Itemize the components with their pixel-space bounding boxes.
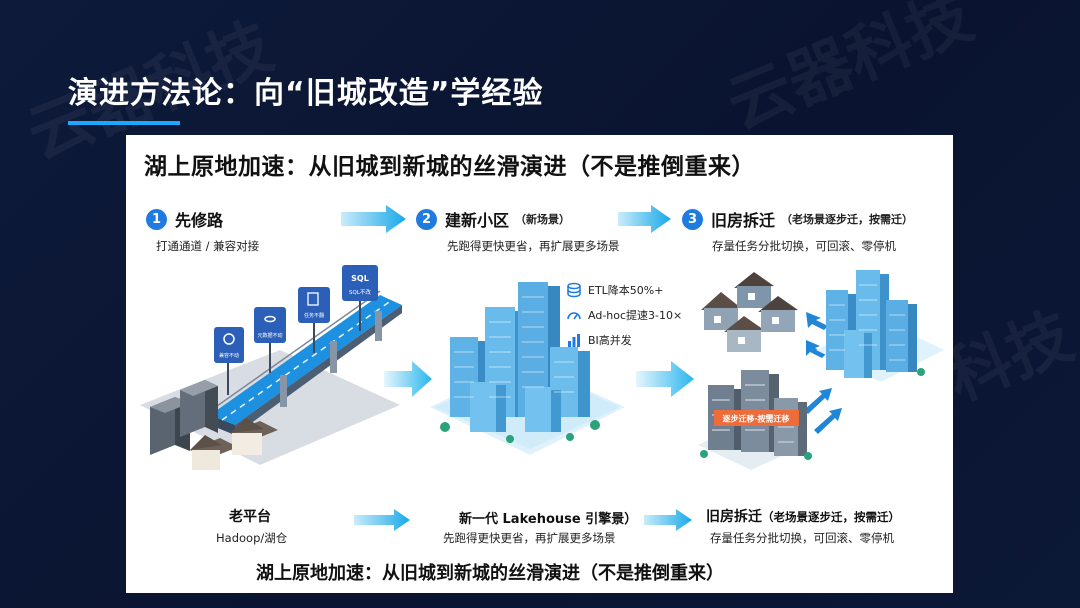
sign-label: 元数据不动	[257, 332, 282, 339]
house-icon	[734, 272, 774, 308]
arrow-right-icon	[384, 361, 432, 397]
new-district-illustration	[430, 282, 625, 455]
arrow-right-icon	[341, 205, 406, 233]
bottom-note: （老场景逐步迁，按需迁）	[762, 510, 900, 524]
arrow-right-icon	[636, 361, 694, 397]
bottom-label-old-platform: 老平台	[229, 509, 271, 525]
metric-label: BI高并发	[588, 334, 632, 347]
title-underline	[68, 121, 180, 125]
sign-label: 任务不翻	[304, 312, 324, 319]
house-icon	[758, 296, 798, 332]
sign-post: 任务不翻	[298, 287, 330, 353]
bottom-label-lakehouse: 新一代 Lakehouse 引擎景）	[459, 512, 638, 527]
database-icon	[264, 315, 276, 323]
house-icon	[190, 435, 238, 470]
tree-icon	[700, 368, 925, 460]
step-number-badge: 3	[682, 208, 703, 230]
migration-banner	[714, 410, 799, 426]
server-rack-icon	[180, 380, 218, 437]
building-icon	[886, 300, 917, 372]
step-note: （新场景）	[515, 213, 571, 226]
arrow-right-icon	[354, 509, 410, 531]
step-title: 建新小区	[445, 211, 510, 230]
database-icon	[567, 282, 581, 298]
building-icon	[470, 382, 506, 432]
arrow-icon	[804, 388, 832, 414]
house-icon	[724, 316, 764, 352]
metric-label: ETL降本50%+	[588, 284, 664, 297]
step-subtitle: 存量任务分批切换，可回滚、零停机	[712, 239, 896, 253]
house-icon	[701, 292, 741, 330]
bottom-title: 旧房拆迁	[706, 509, 762, 525]
metric-label: Ad-hoc提速3-10×	[588, 309, 683, 322]
speedometer-icon	[567, 312, 581, 320]
arrow-right-icon	[618, 205, 671, 233]
sign-post: SQL SQL不改	[342, 265, 378, 331]
arrow-right-icon	[644, 509, 692, 531]
metric-etl: ETL降本50%+	[566, 282, 663, 298]
house-icon	[230, 418, 278, 455]
step-title: 先修路	[175, 211, 224, 230]
watermark: 云器科技	[717, 0, 983, 144]
sign-label: SQL不改	[349, 288, 371, 296]
diagram-arrows	[341, 205, 694, 531]
sign-post: 元数据不动	[254, 307, 286, 373]
panel-footer: 湖上原地加速：从旧城到新城的丝滑演进（不是推倒重来）	[256, 563, 724, 584]
arrow-icon	[806, 312, 828, 330]
step-3-header: 3 旧房拆迁 （老场景逐步迁，按需迁）	[682, 207, 913, 231]
bottom-subtitle: 先跑得更快更省，再扩展更多场景	[443, 531, 616, 545]
step-2-header: 2 建新小区 （新场景）	[416, 207, 570, 231]
sign-label: SQL	[351, 274, 369, 283]
arrow-icon	[814, 408, 842, 434]
sign-post: 兼容不动	[214, 327, 244, 395]
network-icon	[223, 333, 235, 345]
panel-title: 湖上原地加速：从旧城到新城的丝滑演进（不是推倒重来）	[144, 154, 755, 180]
bottom-label-relocation: 旧房拆迁（老场景逐步迁，按需迁）	[706, 506, 900, 526]
building-icon	[550, 347, 590, 417]
metric-adhoc: Ad-hoc提速3-10×	[566, 307, 682, 323]
tree-icon	[440, 420, 600, 443]
bottom-subtitle: 存量任务分批切换，可回滚、零停机	[710, 531, 894, 545]
step-note: （老场景逐步迁，按需迁）	[781, 213, 914, 226]
arrow-icon	[806, 340, 826, 358]
metric-bi: BI高并发	[566, 332, 632, 348]
sign-label: 兼容不动	[219, 352, 239, 359]
document-icon	[307, 292, 319, 306]
step-1-header: 1 先修路	[146, 207, 223, 231]
step-number-badge: 2	[416, 208, 437, 230]
slide-title: 演进方法论：向“旧城改造”学经验	[68, 76, 544, 111]
banner-text: 逐步迁移·按需迁移	[722, 414, 789, 424]
step-subtitle: 打通通道 / 兼容对接	[156, 239, 260, 253]
diagram-panel: 湖上原地加速：从旧城到新城的丝滑演进（不是推倒重来） 1 先修路 打通通道 / …	[126, 135, 953, 593]
step-subtitle: 先跑得更快更省，再扩展更多场景	[447, 239, 620, 253]
building-icon	[844, 330, 872, 378]
relocation-illustration: 逐步迁移·按需迁移	[698, 270, 944, 470]
bar-chart-icon	[568, 334, 580, 347]
step-number-badge: 1	[146, 208, 167, 230]
bottom-subtitle: Hadoop/湖仓	[216, 531, 288, 545]
building-icon	[525, 387, 561, 432]
road-illustration: 兼容不动 元数据不动 任务不翻 SQL SQL不改	[140, 265, 402, 470]
step-title: 旧房拆迁	[711, 211, 776, 230]
